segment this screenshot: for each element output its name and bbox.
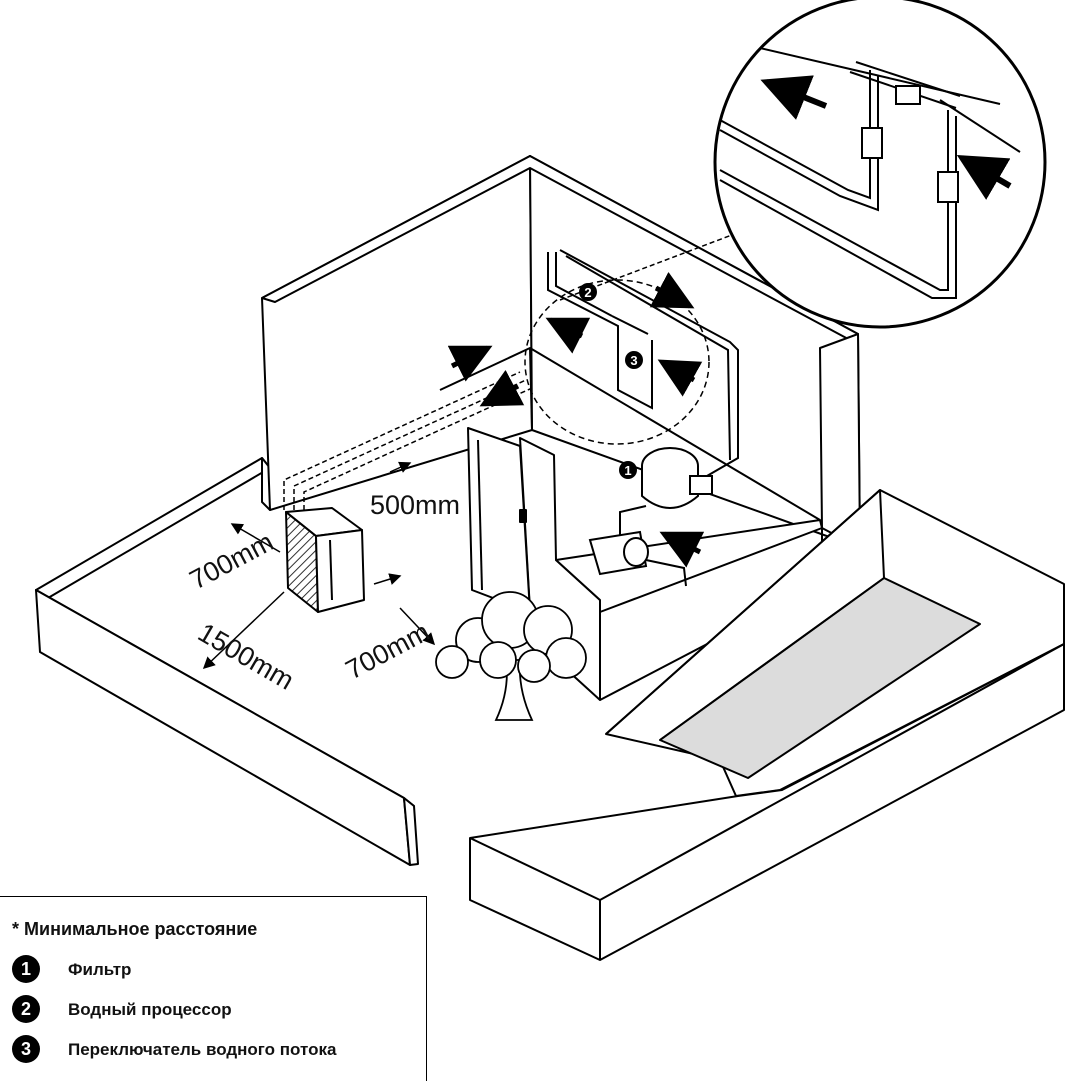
number-2-icon: 2: [12, 995, 40, 1023]
detail-zoom-view: [713, 0, 1047, 329]
legend-item-switch: 3 Переключатель водного потока: [12, 1035, 432, 1065]
room-piping: [547, 249, 739, 481]
marker-processor: 2: [579, 283, 597, 301]
svg-text:3: 3: [630, 353, 637, 368]
pool: [469, 489, 1065, 961]
pump: [588, 530, 687, 587]
dimension-top-label: 500mm: [370, 490, 460, 520]
left-boundary-wall: [35, 457, 419, 866]
heat-pump-unit: [285, 507, 365, 613]
legend-item-processor: 2 Водный процессор: [12, 995, 432, 1025]
dimension-lines: [202, 523, 436, 670]
legend-item-filter: 1 Фильтр: [12, 955, 432, 985]
filter-tank: [619, 447, 713, 540]
legend-label-switch: Переключатель водного потока: [68, 1040, 337, 1059]
marker-switch: 3: [625, 351, 643, 369]
legend-label-processor: Водный процессор: [68, 1000, 232, 1019]
legend-note: * Минимальное расстояние: [12, 919, 258, 939]
marker-filter: 1: [619, 461, 637, 479]
number-3-icon: 3: [12, 1035, 40, 1063]
dimension-right-label: 700mm: [341, 617, 435, 686]
svg-text:2: 2: [584, 285, 591, 300]
flow-arrows: [389, 271, 705, 568]
detail-callout-ellipse: [524, 279, 710, 445]
number-1-icon: 1: [12, 955, 40, 983]
legend-label-filter: Фильтр: [68, 960, 132, 979]
dimension-left-label: 700mm: [185, 527, 279, 596]
svg-text:1: 1: [624, 463, 631, 478]
building: [261, 155, 861, 701]
tree: [435, 591, 587, 721]
legend-box: * Минимальное расстояние 1 Фильтр 2 Водн…: [0, 896, 427, 1081]
